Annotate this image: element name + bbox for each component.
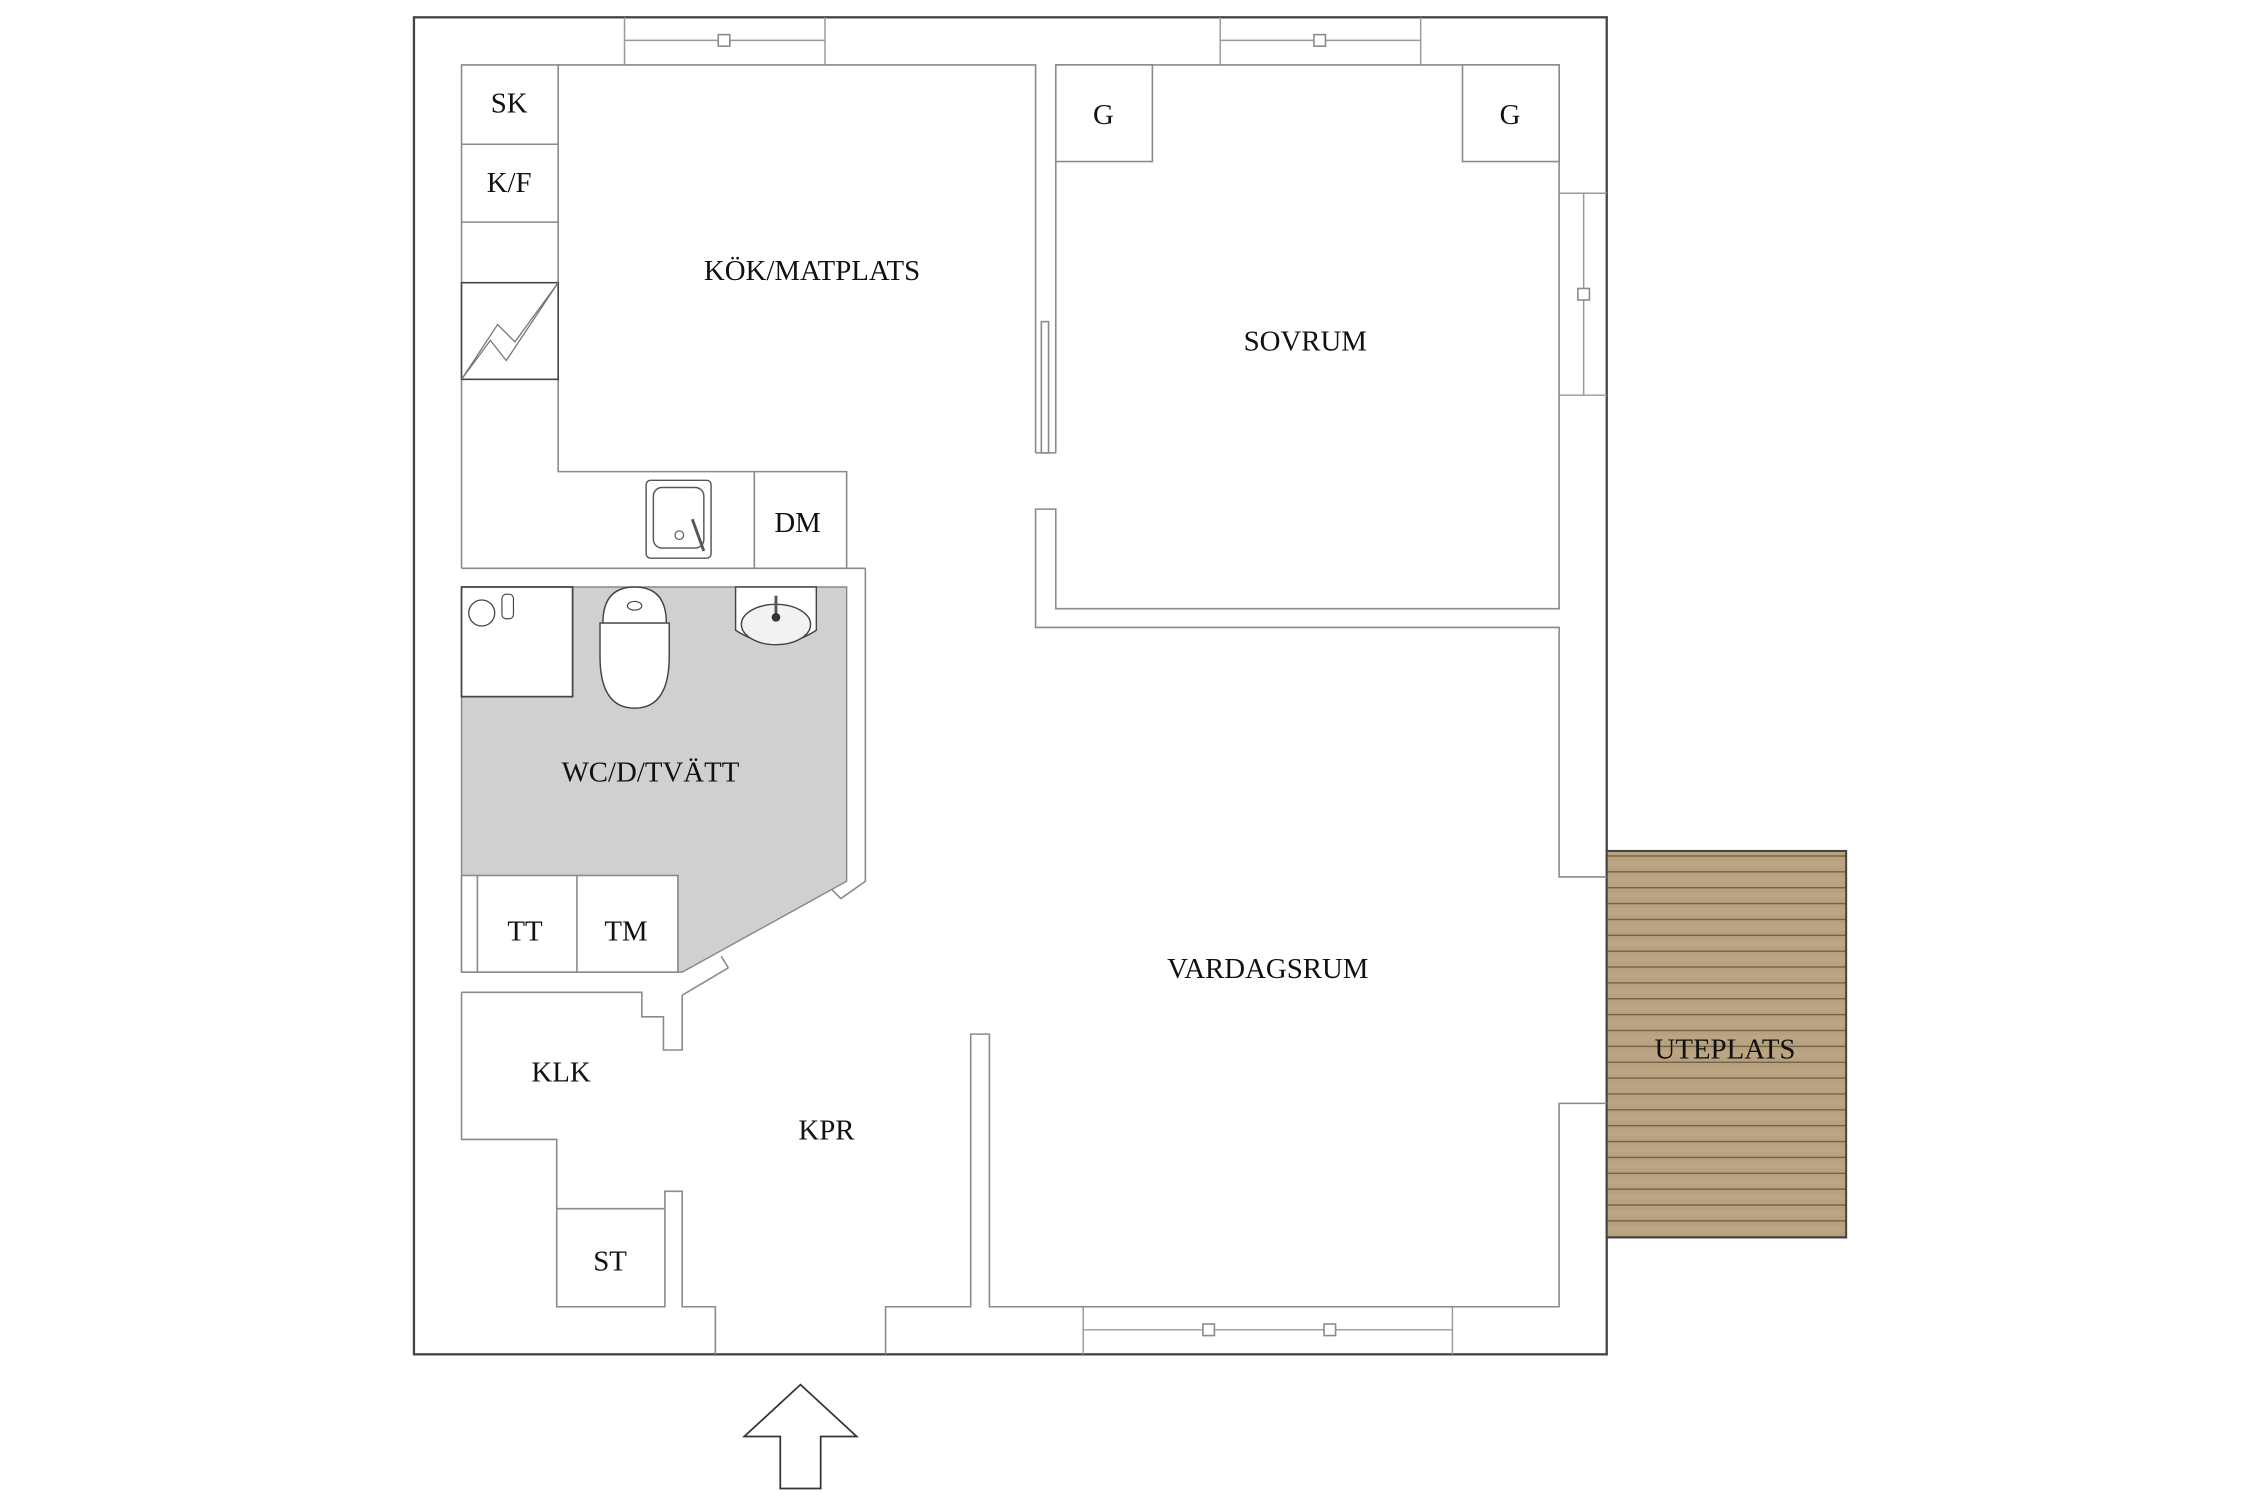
sliding-door <box>1040 320 1050 454</box>
window-right-bedroom <box>1559 192 1607 396</box>
outer-wall <box>412 16 1608 1356</box>
patio <box>1605 849 1848 1239</box>
kitchen-counter-edge <box>557 64 848 569</box>
room-label-closet: KLK <box>531 1057 590 1089</box>
room-label-living: VARDAGSRUM <box>1167 953 1368 985</box>
window-top-left <box>623 17 826 65</box>
room-label-bathroom: WC/D/TVÄTT <box>562 757 740 789</box>
entrance-arrow-icon <box>742 1383 859 1490</box>
fixture-label-sk: SK <box>491 88 528 120</box>
room-label-kitchen: KÖK/MATPLATS <box>704 255 920 287</box>
shower-icon <box>460 586 574 698</box>
room-label-patio: UTEPLATS <box>1655 1034 1796 1066</box>
window-top-right <box>1219 17 1422 65</box>
fixture-label-kf: K/F <box>487 167 532 199</box>
kitchen-sink-icon <box>645 479 712 559</box>
bathroom <box>460 568 867 996</box>
fixture-label-st: ST <box>593 1246 627 1278</box>
fixture-label-tm: TM <box>604 915 647 947</box>
washbasin-icon <box>734 586 818 646</box>
room-label-bedroom: SOVRUM <box>1244 325 1367 357</box>
stove-icon <box>460 281 559 381</box>
toilet-icon <box>599 586 670 709</box>
bedroom-wall <box>1034 64 1607 878</box>
fixture-label-tt: TT <box>507 915 543 947</box>
fixture-label-wardrobe-2: G <box>1500 99 1521 131</box>
fixture-label-wardrobe-1: G <box>1093 99 1114 131</box>
window-bottom-living <box>1082 1306 1454 1355</box>
fixture-label-dm: DM <box>774 507 820 539</box>
room-label-hall: KPR <box>798 1114 855 1146</box>
